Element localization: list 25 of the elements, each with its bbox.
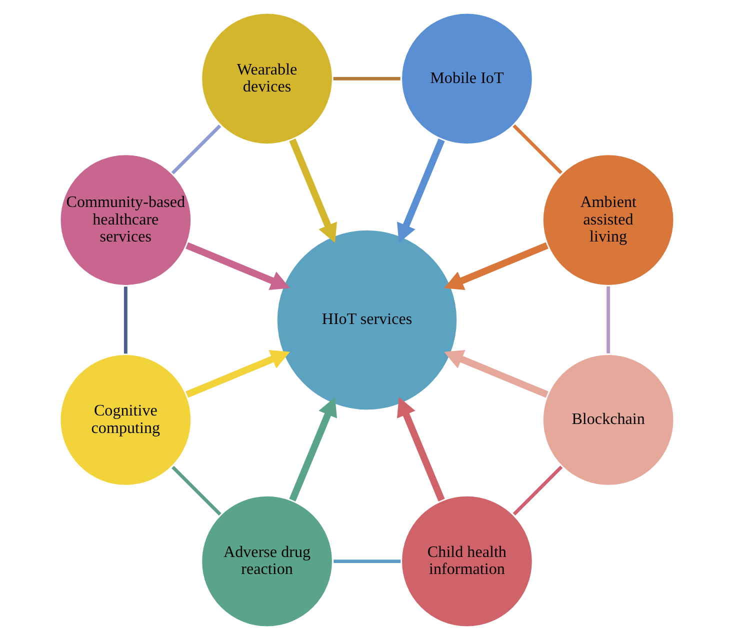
arrow [289,138,337,243]
node-circle: Child health information [400,494,534,629]
connector [172,466,222,516]
node-circle: Mobile IoT [400,11,534,146]
connector [334,560,401,564]
node-circle: Wearable devices [200,11,334,146]
node-circle: Cognitive computing [58,352,193,488]
arrow [444,350,548,398]
arrow [186,242,290,290]
connector [124,286,128,354]
arrow [444,242,548,290]
connector [606,286,610,354]
node-circle: Adverse drug reaction [200,494,334,629]
node-circle: Ambient assisted living [541,152,676,288]
arrow [289,397,337,502]
arrow [397,397,445,502]
node-circle: HIoT services [275,228,459,412]
connector [512,466,563,516]
node-circle: Blockchain [541,352,676,488]
connector [333,76,400,80]
arrow [186,350,290,398]
node-circle: Community-based healthcare services [58,152,193,288]
connector [512,124,562,174]
connector [171,124,222,174]
arrow [397,138,445,243]
